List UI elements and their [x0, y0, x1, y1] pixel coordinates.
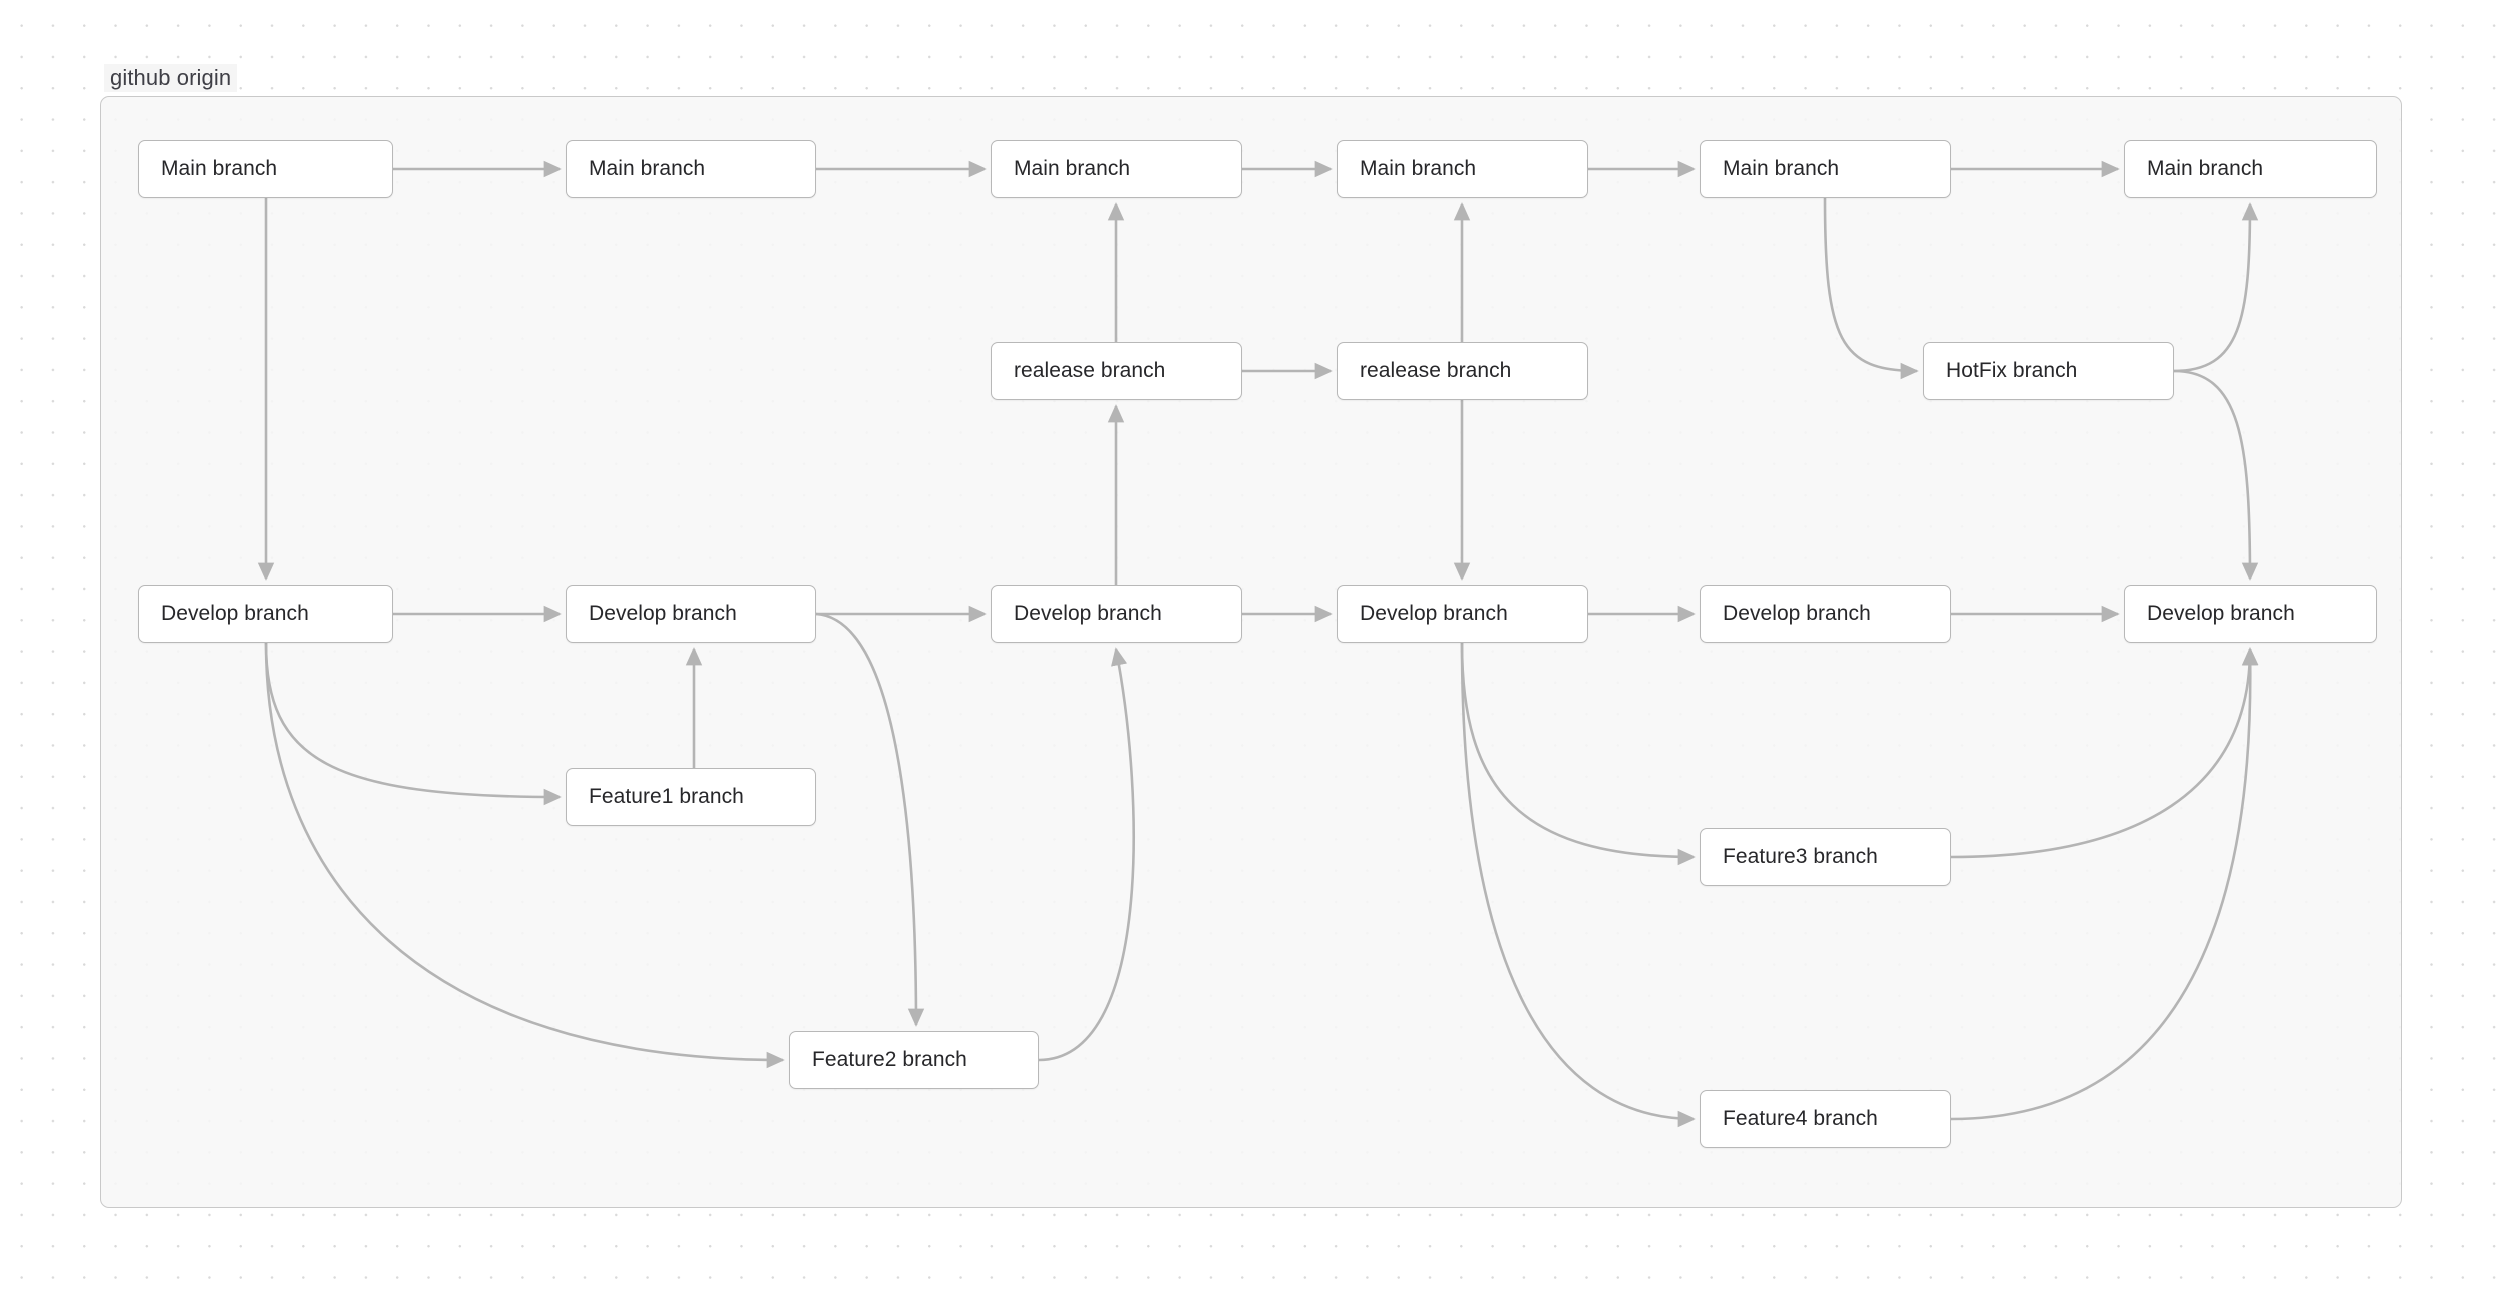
node-feature1[interactable]: Feature1 branch [566, 768, 816, 826]
node-label: Main branch [1014, 157, 1131, 180]
node-dev4[interactable]: Develop branch [1337, 585, 1588, 643]
node-dev5[interactable]: Develop branch [1700, 585, 1951, 643]
node-label: realease branch [1014, 359, 1166, 382]
node-dev6[interactable]: Develop branch [2124, 585, 2377, 643]
node-label: Develop branch [161, 602, 309, 625]
node-dev2[interactable]: Develop branch [566, 585, 816, 643]
node-release2[interactable]: realease branch [1337, 342, 1588, 400]
node-label: Develop branch [1360, 602, 1508, 625]
node-main5[interactable]: Main branch [1700, 140, 1951, 198]
node-label: Feature3 branch [1723, 845, 1878, 868]
node-main2[interactable]: Main branch [566, 140, 816, 198]
node-label: Main branch [589, 157, 706, 180]
frame-title: github origin [104, 64, 238, 92]
node-label: Feature2 branch [812, 1048, 967, 1071]
node-label: realease branch [1360, 359, 1512, 382]
node-dev3[interactable]: Develop branch [991, 585, 1242, 643]
node-feature4[interactable]: Feature4 branch [1700, 1090, 1951, 1148]
node-label: Develop branch [2147, 602, 2295, 625]
node-label: Develop branch [1723, 602, 1871, 625]
node-main4[interactable]: Main branch [1337, 140, 1588, 198]
node-main6[interactable]: Main branch [2124, 140, 2377, 198]
node-label: Main branch [1723, 157, 1840, 180]
node-dev1[interactable]: Develop branch [138, 585, 393, 643]
node-label: Develop branch [589, 602, 737, 625]
node-main1[interactable]: Main branch [138, 140, 393, 198]
node-release1[interactable]: realease branch [991, 342, 1242, 400]
node-feature3[interactable]: Feature3 branch [1700, 828, 1951, 886]
node-label: Main branch [1360, 157, 1477, 180]
node-label: HotFix branch [1946, 359, 2078, 382]
node-label: Main branch [2147, 157, 2264, 180]
node-label: Feature1 branch [589, 785, 744, 808]
node-label: Feature4 branch [1723, 1107, 1878, 1130]
node-feature2[interactable]: Feature2 branch [789, 1031, 1039, 1089]
node-label: Main branch [161, 157, 278, 180]
group-frame-github-origin[interactable] [100, 96, 2402, 1208]
node-main3[interactable]: Main branch [991, 140, 1242, 198]
node-hotfix[interactable]: HotFix branch [1923, 342, 2174, 400]
node-label: Develop branch [1014, 602, 1162, 625]
